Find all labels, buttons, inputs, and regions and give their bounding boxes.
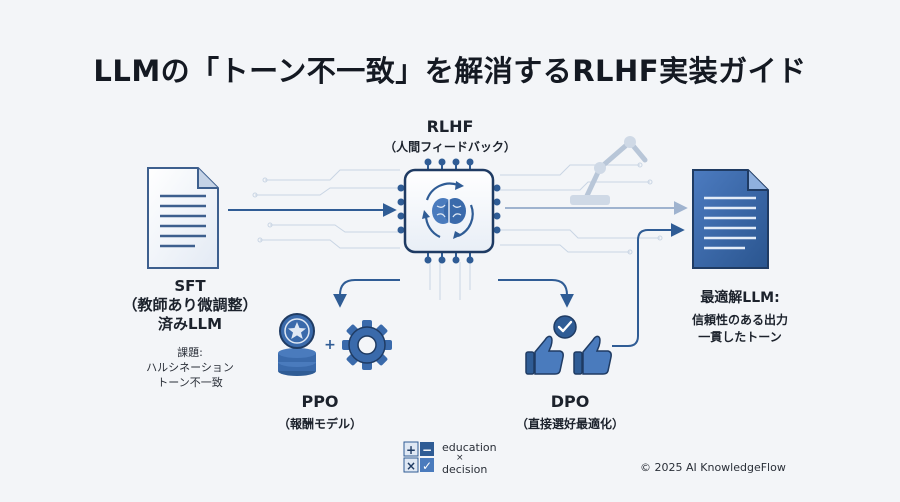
arrow-rlhf-to-ppo: [333, 279, 400, 308]
logo-line-3: decision: [442, 463, 488, 476]
circuit-traces: [252, 162, 663, 300]
dpo-label: DPO （直接選好最適化）: [480, 392, 660, 432]
arrow-rlhf-to-dpo: [498, 279, 574, 308]
gear-icon: [342, 320, 392, 370]
best-llm-description: 信頼性のある出力 一貫したトーン: [660, 312, 820, 346]
ppo-label: PPO （報酬モデル）: [230, 392, 410, 432]
sft-line-3: 済みLLM: [157, 315, 223, 333]
dpo-subtitle: （直接選好最適化）: [515, 417, 624, 431]
logo-cell-plus: +: [406, 443, 416, 457]
plus-sign: +: [324, 337, 336, 353]
sft-line-1: SFT: [174, 277, 206, 295]
rlhf-subtitle: （人間フィードバック）: [384, 140, 516, 154]
sft-issue: 課題: ハルシネーション トーン不一致: [120, 345, 260, 390]
logo-line-1: education: [442, 441, 497, 454]
logo-text: education × decision: [442, 441, 497, 476]
sft-issue-line-1: ハルシネーション: [146, 361, 234, 374]
best-llm-line-1: 信頼性のある出力: [691, 313, 788, 327]
ppo-medal-icon: [278, 313, 316, 376]
best-llm-line-2: 一貫したトーン: [698, 330, 782, 344]
robot-arm-icon: [570, 136, 648, 205]
logo-cell-times: ×: [406, 459, 416, 473]
education-decision-logo: + − × ✓: [403, 441, 434, 473]
dpo-title: DPO: [550, 392, 590, 411]
arrow-dpo-to-best: [612, 223, 685, 347]
best-llm-title: 最適解LLM:: [700, 290, 780, 306]
rlhf-title: RLHF: [426, 117, 474, 136]
sft-issue-line-2: トーン不一致: [157, 376, 223, 389]
best-llm-document-icon: [692, 169, 769, 269]
ppo-subtitle: （報酬モデル）: [277, 417, 362, 431]
logo-line-2: ×: [456, 453, 464, 463]
sft-issue-heading: 課題:: [177, 346, 203, 359]
logo-cell-check: ✓: [422, 459, 432, 473]
dpo-thumbs-up-icon: [525, 315, 612, 375]
brain-icon: [432, 198, 466, 224]
page-title: LLMの「トーン不一致」を解消するRLHF実装ガイド: [93, 54, 807, 88]
sft-document-icon: [147, 167, 219, 269]
logo-cell-minus: −: [422, 443, 432, 457]
ppo-title: PPO: [301, 392, 339, 411]
sft-label: SFT （教師あり微調整） 済みLLM: [100, 277, 280, 334]
copyright: © 2025 AI KnowledgeFlow: [640, 461, 786, 474]
sft-line-2: （教師あり微調整）: [122, 296, 258, 314]
rlhf-chip: [397, 158, 501, 264]
rlhf-label: RLHF （人間フィードバック）: [360, 117, 540, 155]
